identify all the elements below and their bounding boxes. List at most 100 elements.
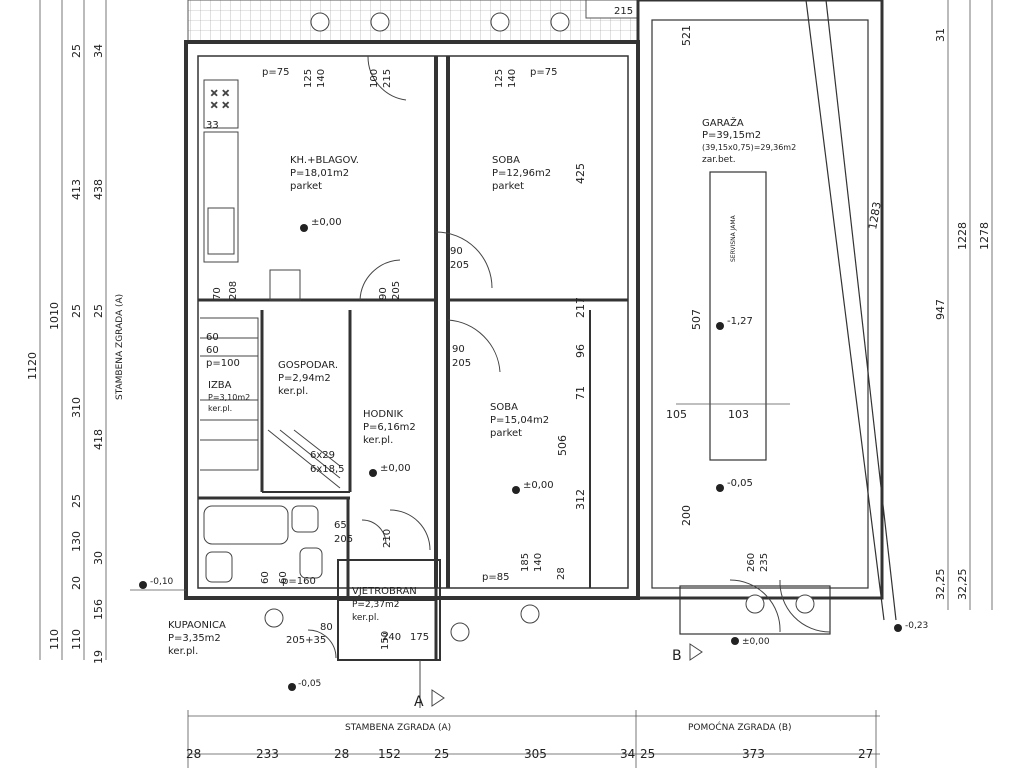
w2-bot: 140 (507, 69, 518, 88)
w60a: 60 (206, 332, 219, 343)
dim-b-152: 152 (378, 747, 401, 761)
section-a-mark: A (414, 694, 424, 710)
gospodar-area: P=2,94m2 (278, 373, 331, 384)
kitchen-counter: × × × × (203, 79, 301, 301)
w1-bot: 140 (316, 69, 327, 88)
dim-i-521: 521 (680, 25, 693, 46)
dim-i-200: 200 (680, 505, 693, 526)
w60b: 60 (206, 345, 219, 356)
dim-l2-418: 418 (92, 429, 105, 450)
level-garage: -0,05 (727, 478, 753, 489)
dg-bot: 235 (759, 553, 770, 572)
w1-p: p=75 (262, 67, 289, 78)
dim-l2-25: 25 (92, 304, 105, 318)
soba1-floor: parket (492, 181, 524, 192)
dim-b-28a: 28 (186, 747, 201, 761)
kitchen-name: KH.+BLAGOV. (290, 155, 359, 166)
right-dimensions: 31 1228 1278 947 1283 32,25 32,25 (866, 28, 991, 600)
section-marks (419, 643, 703, 708)
svg-text:× ×: × × (210, 100, 230, 111)
garage-area: P=39,15m2 (702, 130, 761, 141)
dim-i-217: 217 (574, 297, 587, 318)
building-b-bottom-label: POMOĆNA ZGRADA (B) (688, 721, 792, 733)
lab-28: 28 (556, 567, 567, 580)
e150: 150 (380, 631, 391, 650)
dim-l-20: 20 (70, 576, 83, 590)
level-kitchen: ±0,00 (311, 217, 342, 228)
dim-i-507: 507 (690, 309, 703, 330)
d1-top: 100 (369, 69, 380, 88)
soba2-area: P=15,04m2 (490, 415, 549, 426)
hodnik-area: P=6,16m2 (363, 422, 416, 433)
dim-b-25a: 25 (434, 747, 449, 761)
kupaonica-floor: ker.pl. (168, 646, 198, 657)
dim-l2-156: 156 (92, 599, 105, 620)
dim-l-110: 110 (70, 629, 83, 650)
kx18: 6x18,5 (310, 464, 345, 475)
section-b-mark: B (672, 648, 682, 664)
dim-r-31: 31 (934, 28, 947, 42)
d1-bot: 215 (382, 69, 393, 88)
d2-bot: 205 (450, 260, 469, 271)
terrace-tiles (187, 0, 639, 43)
e240: 240 (382, 632, 401, 643)
e175: 175 (410, 632, 429, 643)
dim-i-506: 506 (556, 435, 569, 456)
dim-l-19: 19 (92, 650, 105, 664)
d80: 80 (320, 622, 333, 633)
d3-bot: 205 (391, 281, 402, 300)
soba1-name: SOBA (492, 155, 520, 166)
level-right: -0,23 (905, 621, 928, 631)
d3-top: 90 (378, 287, 389, 300)
dim-i-96: 96 (574, 344, 587, 358)
stairs (200, 317, 341, 489)
dim-i-103: 103 (728, 408, 749, 421)
level-soba2: ±0,00 (523, 480, 554, 491)
level-hodnik: ±0,00 (380, 463, 411, 474)
door-arcs (307, 55, 831, 659)
d65: 65 (334, 520, 347, 531)
dim-i-312: 312 (574, 489, 587, 510)
d4-top: 90 (452, 344, 465, 355)
dim-r-1228: 1228 (956, 222, 969, 250)
dg-top: 260 (746, 553, 757, 572)
dim-b-373: 373 (742, 747, 765, 761)
interior-dimensions: 521 425 217 96 71 506 312 507 200 105 10… (556, 25, 749, 526)
w3-top: 185 (520, 553, 531, 572)
izba-floor: ker.pl. (208, 404, 232, 413)
dim-b-28b: 28 (334, 747, 349, 761)
walls-building-a (184, 40, 640, 661)
gospodar-floor: ker.pl. (278, 386, 308, 397)
garage-floor: zar.bet. (702, 155, 736, 165)
level-jama: -1,27 (727, 316, 753, 327)
dim-l-25a: 25 (70, 44, 83, 58)
soba2-name: SOBA (490, 402, 518, 413)
w1-top: 125 (303, 69, 314, 88)
w70: 70 (212, 287, 223, 300)
left-dimensions: 1120 1010 110 25 413 25 310 25 130 20 11… (26, 44, 105, 664)
dim-l2-438: 438 (92, 179, 105, 200)
w2-p: p=75 (530, 67, 557, 78)
dim-l-25b: 25 (70, 304, 83, 318)
lab-33: 33 (206, 120, 219, 131)
servis-jama-label: SERVISNA JAMA (730, 214, 737, 262)
dim-i-71: 71 (574, 386, 587, 400)
dim-r-1283: 1283 (866, 201, 884, 231)
window-symbols (264, 12, 815, 642)
d4-bot: 205 (452, 358, 471, 369)
top-215: 215 (614, 6, 633, 17)
dim-l-130: 130 (70, 531, 83, 552)
p160: p=160 (282, 576, 316, 587)
garage-name: GARAŽA (702, 116, 744, 129)
dim-b-233: 233 (256, 747, 279, 761)
w208: 208 (228, 281, 239, 300)
dim-r-947: 947 (934, 299, 947, 320)
dimension-lines (39, 0, 993, 768)
dim-i-105: 105 (666, 408, 687, 421)
dim-1120: 1120 (26, 352, 39, 380)
dim-l-413: 413 (70, 179, 83, 200)
walls-building-b (636, 0, 897, 635)
vjetrobran-name: VJETROBRAN (352, 586, 417, 597)
dim-r-3225a: 32,25 (934, 569, 947, 601)
